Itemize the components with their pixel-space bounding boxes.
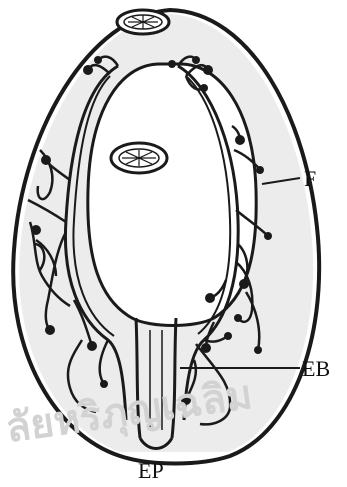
label-f: F [304, 166, 316, 191]
top-cap [117, 10, 169, 34]
central-disc [111, 143, 167, 173]
label-eb: EB [302, 356, 330, 381]
label-ep: EP [138, 458, 164, 483]
